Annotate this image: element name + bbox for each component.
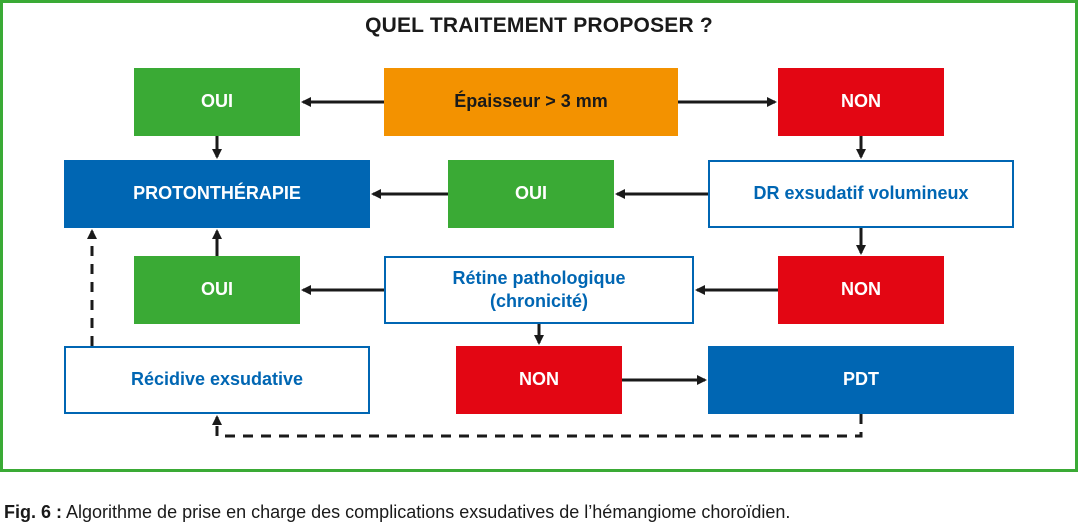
box-retine-line1: Rétine pathologique — [452, 267, 626, 288]
box-oui-top-label: OUI — [200, 91, 233, 112]
box-non-top-label: NON — [841, 91, 881, 112]
box-pdt-label: PDT — [843, 369, 879, 390]
box-recidive: Récidive exsudative — [64, 346, 370, 414]
box-non-mid-label: NON — [841, 279, 881, 300]
box-non-top: NON — [778, 68, 944, 136]
caption-text: Algorithme de prise en charge des compli… — [66, 502, 791, 522]
box-non-mid: NON — [778, 256, 944, 324]
box-oui-low-label: OUI — [200, 279, 233, 300]
box-oui-top: OUI — [134, 68, 300, 136]
box-pdt: PDT — [708, 346, 1014, 414]
box-recidive-label: Récidive exsudative — [130, 369, 304, 390]
box-protontherapie-label: PROTONTHÉRAPIE — [133, 183, 301, 204]
box-epaisseur: Épaisseur > 3 mm — [384, 68, 678, 136]
box-retine: Rétine pathologique (chronicité) — [384, 256, 694, 324]
box-dr-exsudatif: DR exsudatif volumineux — [708, 160, 1014, 228]
box-oui-mid-label: OUI — [514, 183, 547, 204]
box-non-low: NON — [456, 346, 622, 414]
caption-label: Fig. 6 : — [4, 502, 62, 522]
box-dr-exsudatif-label: DR exsudatif volumineux — [753, 183, 969, 204]
diagram-title: QUEL TRAITEMENT PROPOSER ? — [365, 14, 713, 37]
box-oui-low: OUI — [134, 256, 300, 324]
box-non-low-label: NON — [519, 369, 559, 390]
box-retine-line2: (chronicité) — [489, 291, 588, 311]
box-oui-mid: OUI — [448, 160, 614, 228]
box-protontherapie: PROTONTHÉRAPIE — [64, 160, 370, 228]
box-epaisseur-label: Épaisseur > 3 mm — [454, 91, 608, 112]
arrow-pdt-to-recidive — [212, 414, 863, 438]
figure-caption: Fig. 6 : Algorithme de prise en charge d… — [4, 502, 1078, 523]
